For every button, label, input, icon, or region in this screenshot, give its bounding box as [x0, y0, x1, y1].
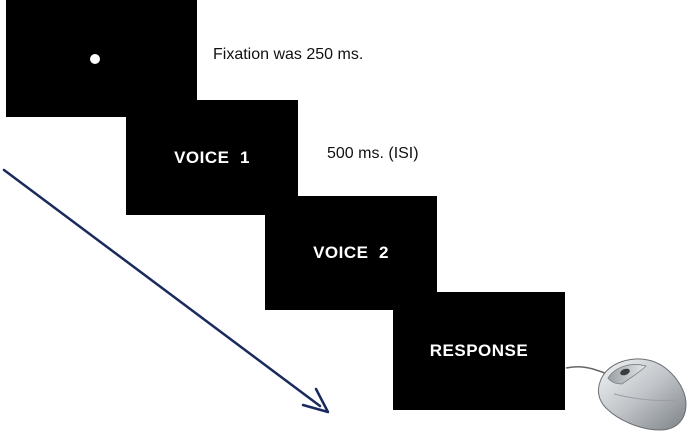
response-screen: RESPONSE [393, 292, 565, 410]
fixation-dot [90, 54, 100, 64]
isi-caption: 500 ms. (ISI) [327, 145, 419, 162]
voice1-label: VOICE 1 [174, 147, 250, 167]
fixation-screen [6, 0, 197, 117]
response-label: RESPONSE [429, 341, 529, 360]
fixation-caption: Fixation was 250 ms. [213, 46, 364, 63]
voice2-label: VOICE 2 [313, 243, 389, 262]
computer-mouse-icon [565, 358, 687, 431]
